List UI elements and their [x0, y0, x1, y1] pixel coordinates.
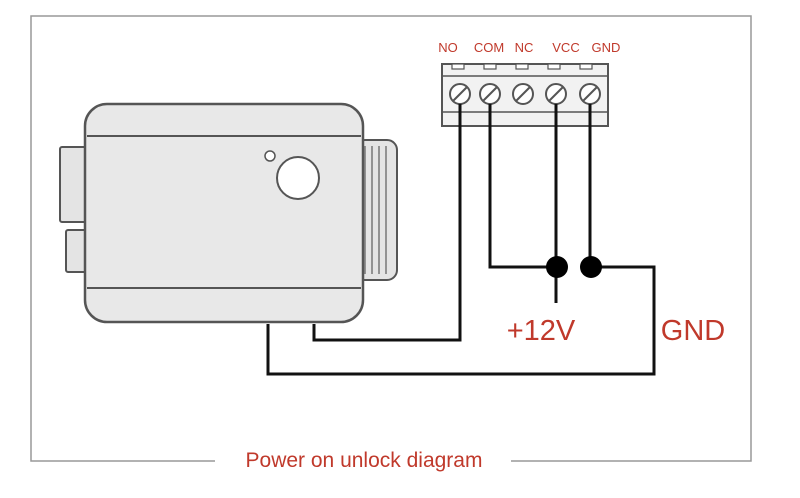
- ground-label: GND: [661, 315, 725, 347]
- junction-dot-positive: [546, 256, 568, 278]
- lock-cylinder-ribs: [364, 146, 387, 274]
- junction-dot-ground: [580, 256, 602, 278]
- wire-com: [488, 104, 557, 269]
- terminal-label-nc: NC: [515, 40, 534, 55]
- terminal-label-gnd: GND: [592, 40, 621, 55]
- caption-background: [215, 448, 511, 472]
- screw-icon: [545, 83, 567, 105]
- terminal-label-vcc: VCC: [552, 40, 579, 55]
- diagram-caption: Power on unlock diagram: [246, 449, 483, 472]
- screw-icon: [449, 83, 471, 105]
- wire-no: [312, 104, 462, 342]
- wires: [266, 104, 656, 376]
- lock-indicator-dot: [264, 150, 276, 162]
- screw-icon: [479, 83, 501, 105]
- terminal-label-com: COM: [474, 40, 504, 55]
- electric-lock: [59, 102, 398, 324]
- wire-ground-return: [266, 265, 656, 376]
- screw-icon: [579, 83, 601, 105]
- lock-keyhole: [276, 156, 320, 200]
- terminal-block: NO COM NC VCC GND: [438, 40, 621, 127]
- screw-icon: [512, 83, 534, 105]
- terminal-label-no: NO: [438, 40, 458, 55]
- terminal-screws: [449, 83, 601, 105]
- positive-12v-label: +12V: [507, 315, 576, 347]
